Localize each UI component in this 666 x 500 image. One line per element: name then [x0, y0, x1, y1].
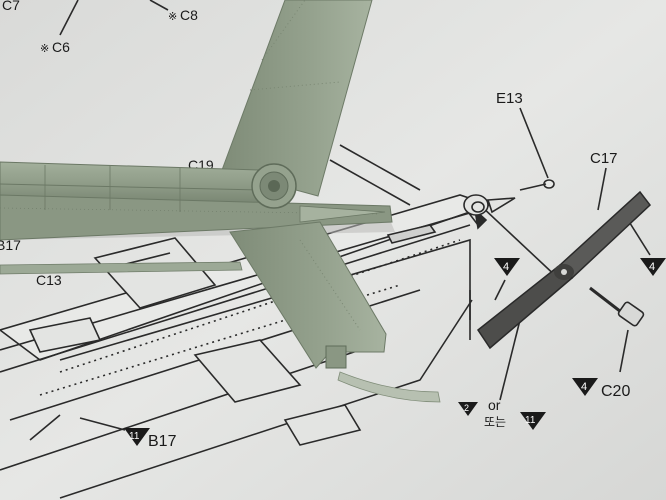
label-or: or [488, 397, 501, 413]
label-c8: C8 [180, 7, 198, 23]
label-c17: C17 [590, 150, 618, 167]
instruction-line-art [0, 0, 651, 499]
part-labels: C7 ※ C6 ※ C8 C19 B17 C13 E13 C17 C20 B17… [0, 0, 630, 450]
step-triangle-2: 2 [458, 402, 478, 416]
label-c20: C20 [601, 383, 630, 400]
svg-text:4: 4 [503, 261, 509, 273]
model-lower-fin [229, 221, 387, 369]
label-c6: C6 [52, 39, 70, 55]
svg-text:11: 11 [129, 431, 140, 442]
svg-text:2: 2 [464, 403, 469, 413]
model-rod [0, 261, 243, 275]
step-triangle-4-c: 4 [572, 378, 598, 396]
model-tail-boom [0, 0, 441, 403]
svg-text:4: 4 [581, 381, 587, 393]
label-b17-bottom: B17 [148, 433, 177, 450]
label-c13: C13 [36, 272, 62, 288]
label-korean-or: 또는 [484, 415, 506, 429]
step-triangle-11-a: 11 [124, 428, 150, 446]
svg-text:11: 11 [525, 415, 536, 426]
label-e13: E13 [496, 90, 523, 107]
step-triangle-11-b: 11 [520, 412, 546, 430]
svg-text:4: 4 [649, 261, 655, 273]
step-triangle-4-a: 4 [494, 258, 520, 276]
step-markers: 4 4 4 11 11 2 [124, 258, 666, 446]
label-c7: C7 [2, 0, 20, 13]
model-tail-skid [337, 371, 441, 403]
asterisk-c6: ※ [40, 43, 49, 55]
asterisk-c8: ※ [168, 11, 177, 23]
tail-rotor-blade-drawing [476, 190, 652, 350]
label-b17-top: B17 [0, 237, 21, 253]
step-triangle-4-b: 4 [640, 258, 666, 276]
